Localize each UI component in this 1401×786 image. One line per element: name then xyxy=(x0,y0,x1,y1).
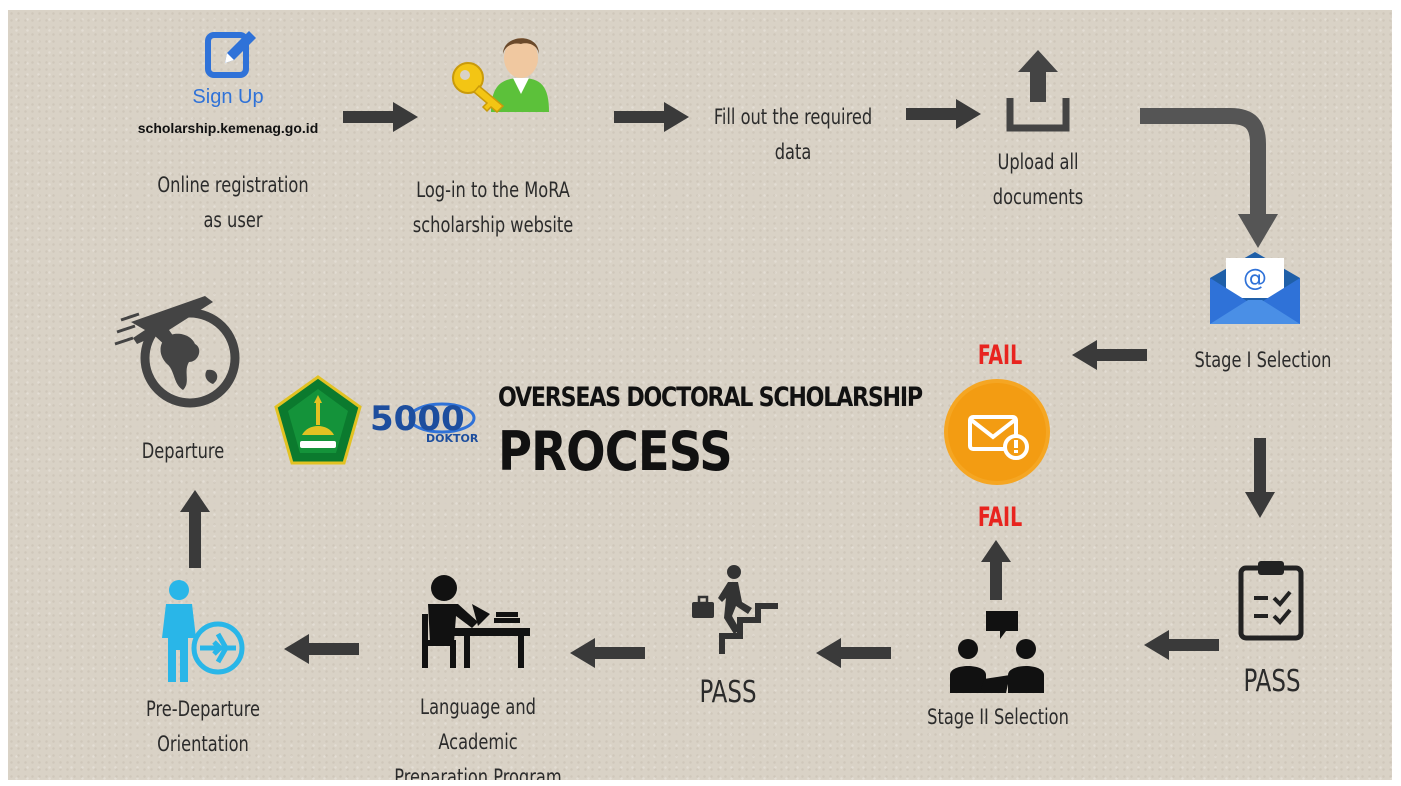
upload-label: Upload all documents xyxy=(992,150,1084,209)
signup-label: Online registration as user xyxy=(157,173,309,232)
user-key-icon xyxy=(443,20,553,120)
predeparture-label: Pre-Departure Orientation xyxy=(145,697,261,756)
fail-top-label: FAIL xyxy=(977,340,1023,371)
plane-globe-icon xyxy=(103,278,253,413)
signup-icon-label: Sign Up xyxy=(192,86,264,108)
arrow-right-2 xyxy=(614,102,689,132)
arrow-up-fail xyxy=(981,540,1011,600)
signup-url: scholarship.kemenag.go.id xyxy=(137,120,319,136)
edit-icon xyxy=(203,25,261,83)
fill-label: Fill out the required data xyxy=(713,105,873,164)
mail-alert-icon xyxy=(942,377,1052,487)
arrow-down-pass xyxy=(1245,438,1275,518)
title-line2: PROCESS xyxy=(498,420,733,483)
fail-bottom-label: FAIL xyxy=(977,502,1023,533)
arrow-up-departure xyxy=(180,490,210,568)
arrow-left-4 xyxy=(284,634,359,664)
arrow-left-2 xyxy=(816,638,891,668)
arrow-curve-down xyxy=(1140,108,1278,248)
ministry-logo xyxy=(272,375,364,467)
pass1-label: PASS xyxy=(1243,664,1301,699)
climbing-stairs-icon xyxy=(682,562,782,656)
process-diagram: Sign Up scholarship.kemenag.go.id Online… xyxy=(8,10,1392,780)
login-label: Log-in to the MoRA scholarship website xyxy=(412,178,574,237)
stage2-label: Stage II Selection xyxy=(927,705,1069,729)
pass2-label: PASS xyxy=(699,675,757,710)
doktor-word: DOKTOR xyxy=(426,432,479,445)
arrow-left-1 xyxy=(1144,630,1219,660)
email-envelope-icon: @ xyxy=(1206,248,1304,328)
svg-text:@: @ xyxy=(1243,264,1267,292)
traveler-icon xyxy=(154,578,246,686)
language-label: Language and Academic Preparation Progra… xyxy=(394,695,562,780)
upload-icon xyxy=(1006,46,1070,132)
checklist-clipboard-icon xyxy=(1236,558,1306,642)
student-studying-icon xyxy=(408,570,530,670)
interview-icon xyxy=(946,605,1046,695)
doktor-logo: 5000 DOKTOR xyxy=(368,394,480,450)
arrow-right-3 xyxy=(906,99,981,129)
departure-label: Departure xyxy=(141,439,225,463)
arrow-left-fail xyxy=(1072,340,1147,370)
arrow-right-1 xyxy=(343,102,418,132)
doktor-number: 5000 xyxy=(370,399,465,439)
arrow-left-3 xyxy=(570,638,645,668)
stage1-label: Stage I Selection xyxy=(1194,348,1332,372)
title-line1: OVERSEAS DOCTORAL SCHOLARSHIP xyxy=(498,382,923,413)
